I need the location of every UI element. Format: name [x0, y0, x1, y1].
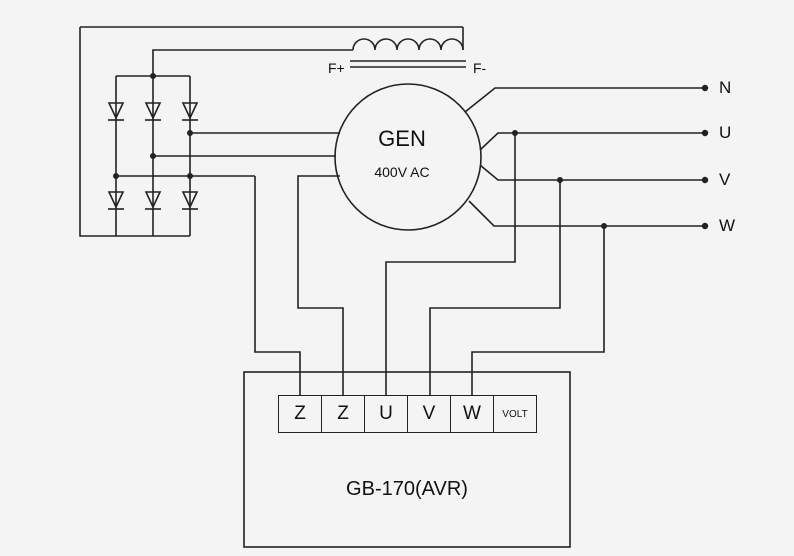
field-negative-label: F-	[473, 60, 487, 76]
avr-label: GB-170(AVR)	[346, 478, 468, 500]
field-positive-label: F+	[328, 60, 345, 76]
diode	[144, 102, 162, 121]
phase-label-w: W	[719, 216, 736, 235]
diode	[144, 191, 162, 210]
terminal-u: U	[364, 395, 408, 433]
generator-title: GEN	[378, 126, 426, 151]
diode	[181, 191, 199, 210]
phase-label-n: N	[719, 78, 732, 97]
phase-lines	[464, 84, 709, 230]
terminal-volt: VOLT	[493, 395, 537, 433]
terminal-z1: Z	[278, 395, 322, 433]
terminal-z2: Z	[321, 395, 365, 433]
avr-box	[243, 371, 571, 548]
terminal-w: W	[450, 395, 494, 433]
diode	[107, 102, 125, 121]
diode	[181, 102, 199, 121]
phase-label-v: V	[719, 170, 731, 189]
phase-label-u: U	[719, 123, 732, 142]
terminal-v: V	[407, 395, 451, 433]
generator-rating: 400V AC	[374, 164, 430, 180]
diode	[107, 191, 125, 210]
generator-circle	[334, 83, 482, 231]
field-winding	[152, 27, 466, 76]
